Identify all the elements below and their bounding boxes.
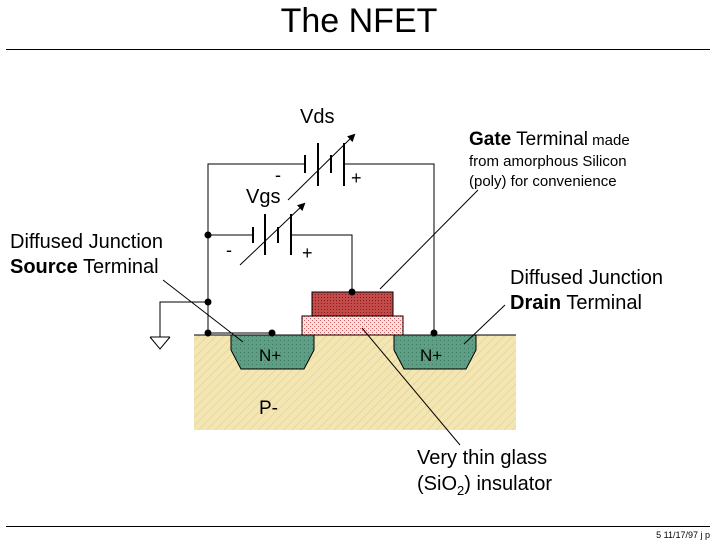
vgs-label: Vgs (246, 186, 280, 208)
source-label-line2: Source Terminal (10, 256, 159, 278)
slide-footer: 5 11/17/97 j p (656, 530, 710, 540)
vgs-minus-label: - (226, 240, 232, 260)
wire-junction-dots (204, 231, 438, 337)
drain-label-line2: Drain Terminal (510, 292, 642, 314)
p-minus-label: P- (259, 398, 278, 419)
gate-terminal-line2: from amorphous Silicon (469, 153, 627, 170)
glass-label-line2: (SiO2) insulator (417, 473, 552, 498)
drain-label-line1: Diffused Junction (510, 267, 663, 289)
oxide-insulator (301, 315, 404, 336)
source-n-plus-label: N+ (259, 346, 281, 365)
circuit-wires (149, 163, 435, 350)
vgs-plus-label: + (302, 243, 313, 263)
drain-n-plus-region (393, 334, 477, 370)
vgs-battery (239, 202, 306, 266)
callout-leaders (162, 189, 506, 446)
vds-battery (287, 133, 356, 201)
gate-terminal-label: Gate Terminal made (469, 129, 630, 150)
footer-divider (6, 526, 710, 527)
vds-plus-label: + (351, 168, 362, 188)
page-title: The NFET (280, 2, 438, 40)
gate-terminal-line3: (poly) for convenience (469, 173, 617, 190)
title-divider (6, 49, 710, 50)
vds-minus-label: - (275, 165, 281, 185)
poly-gate (311, 291, 394, 317)
drain-n-plus-label: N+ (420, 346, 442, 365)
source-label-line1: Diffused Junction (10, 231, 163, 253)
glass-label-line1: Very thin glass (417, 447, 547, 469)
vds-label: Vds (300, 106, 334, 128)
